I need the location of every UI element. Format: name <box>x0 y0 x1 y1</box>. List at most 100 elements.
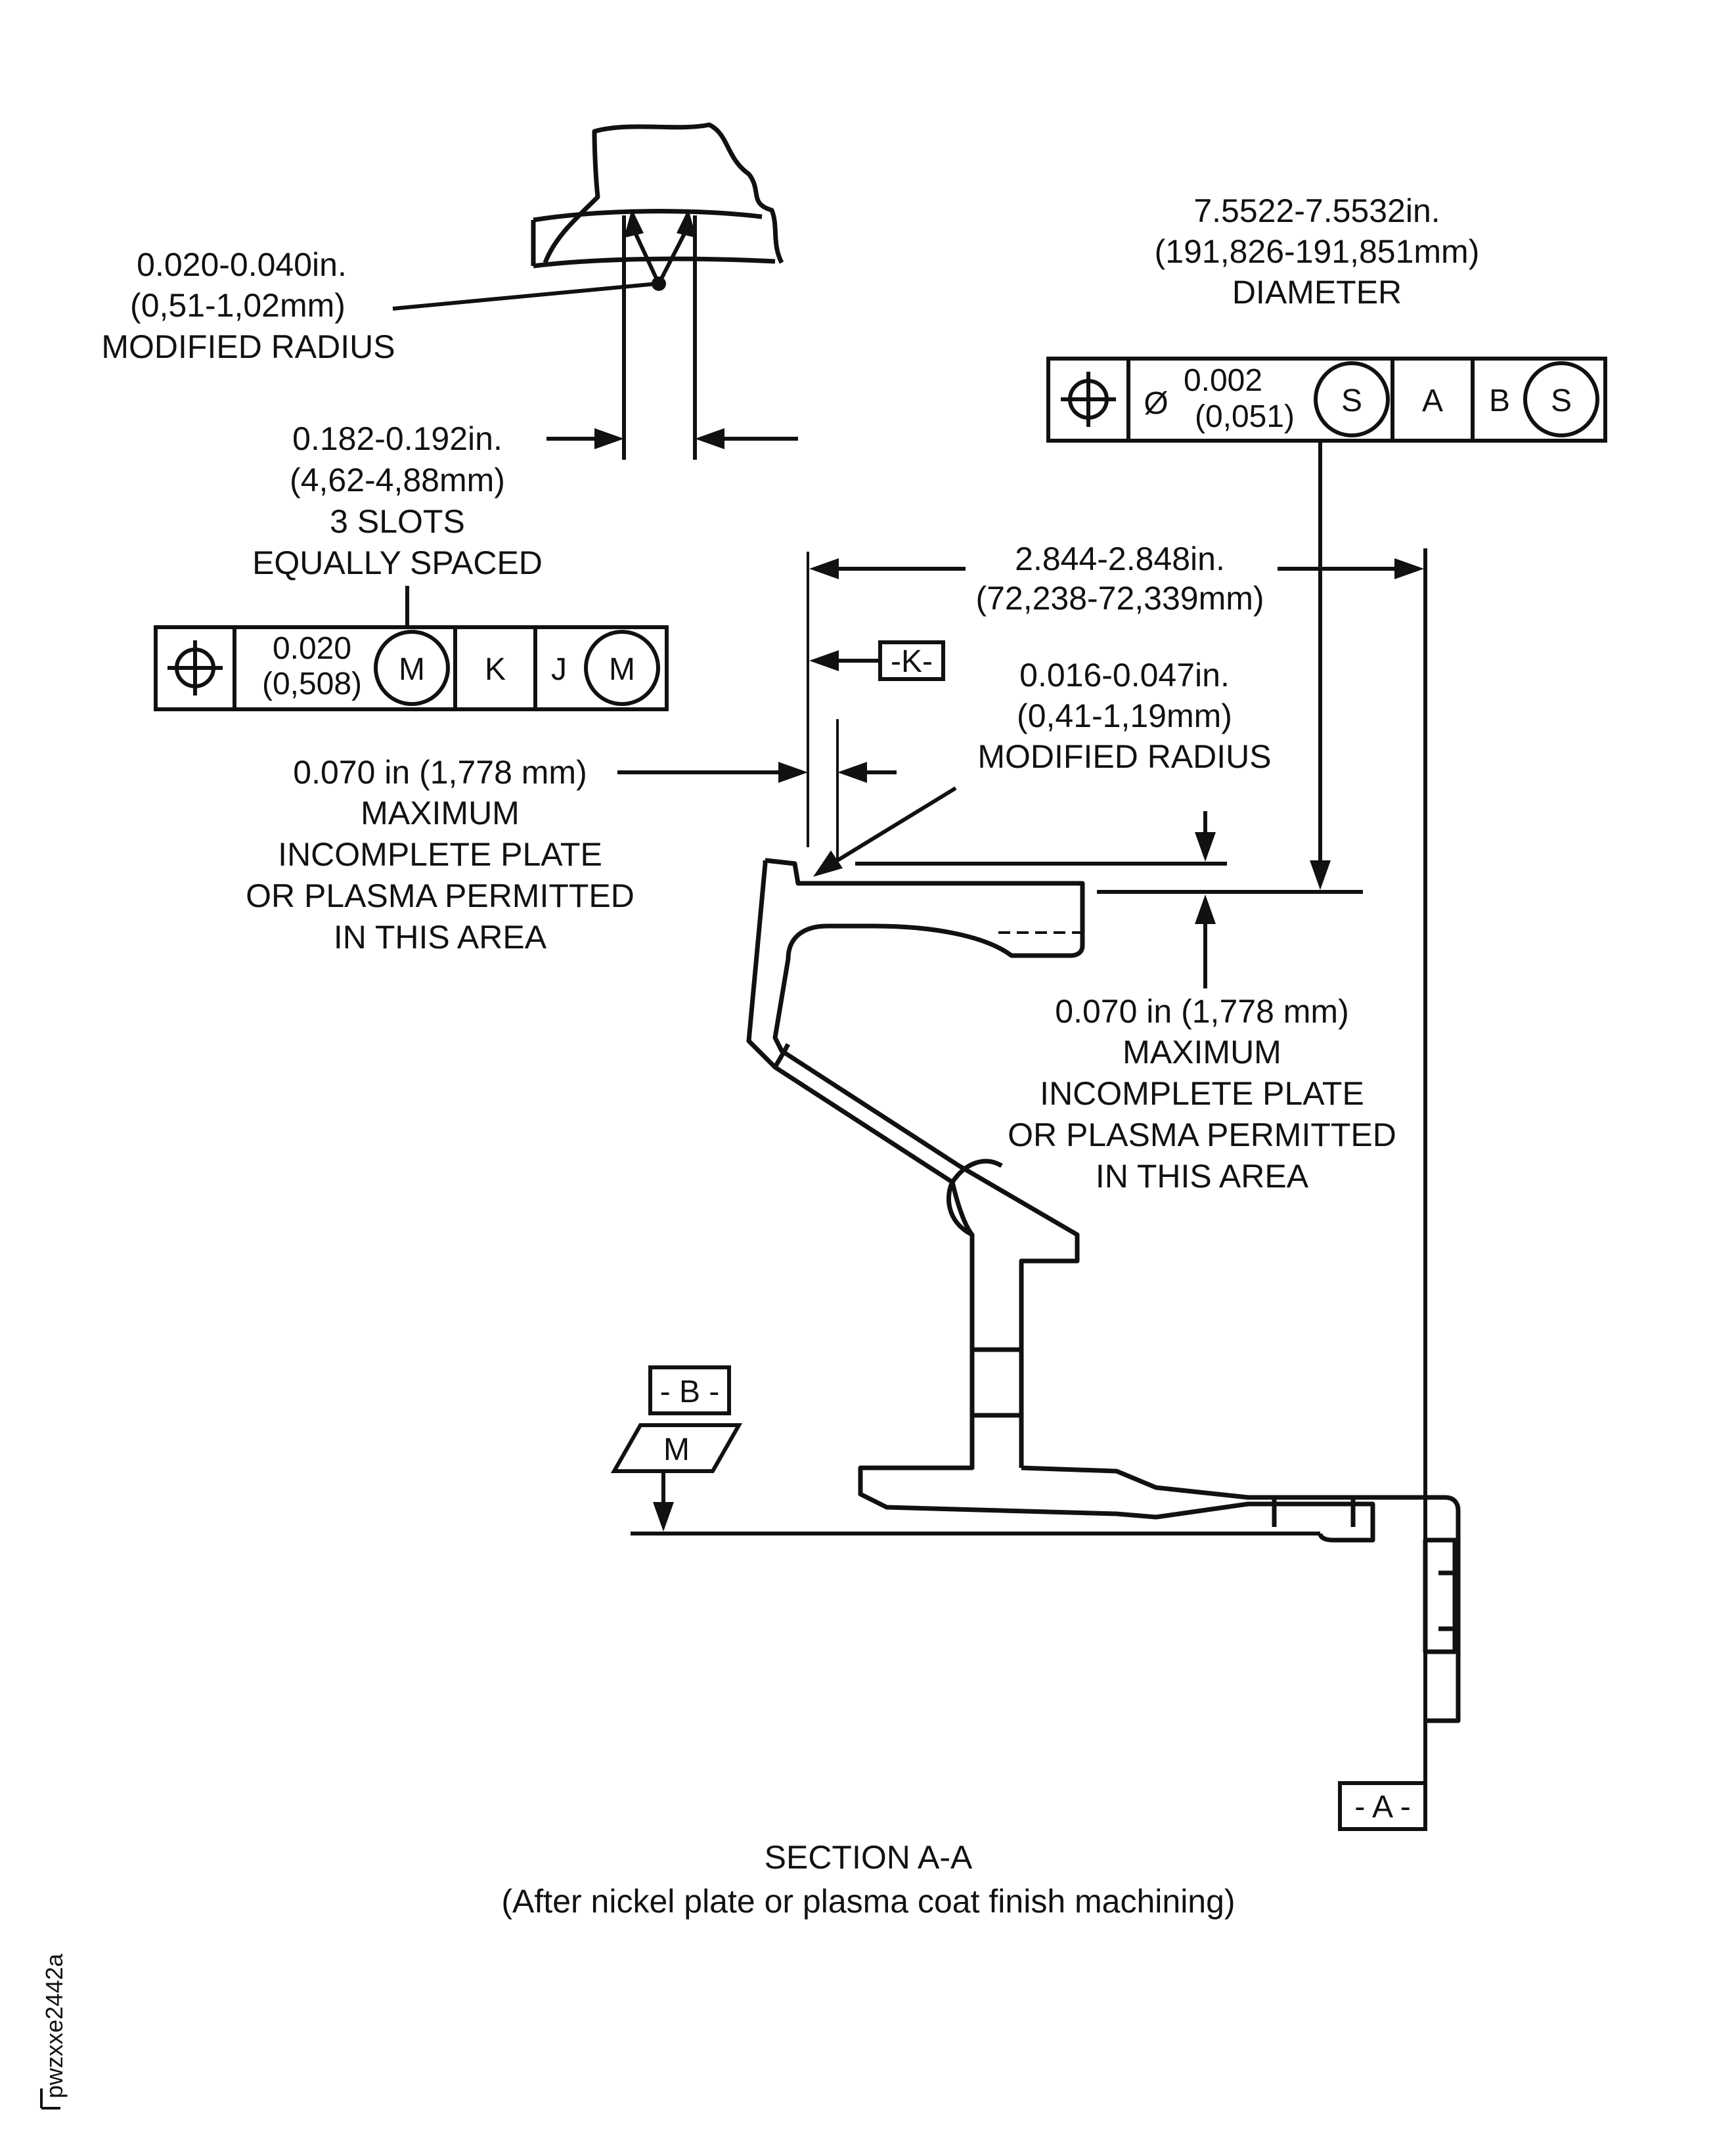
radius-origin-dot <box>652 276 666 291</box>
slot-width-arrow-left <box>594 428 624 449</box>
plate-right-line-4: OR PLASMA PERMITTED <box>1008 1116 1396 1153</box>
frame-left-datum-2-modifier: M <box>609 652 635 687</box>
figure-id: pwzxxe2442a <box>41 1953 68 2098</box>
datum-b-label: - B - <box>660 1375 720 1409</box>
corner-radius-line-1: 0.016-0.047in. <box>1019 657 1230 694</box>
datum-b-arrow <box>653 1502 674 1532</box>
slot-width-arrow-right <box>695 428 724 449</box>
part-groove <box>950 1159 1003 1184</box>
datum-k-box <box>878 640 945 681</box>
plate-right-line-1: 0.070 in (1,778 mm) <box>1055 993 1348 1030</box>
frame-right-datum-2: B <box>1489 384 1510 418</box>
slot-width-line-2: (4,62-4,88mm) <box>290 462 505 498</box>
section-subtitle: (After nickel plate or plasma coat finis… <box>501 1883 1235 1920</box>
slot-width-line-1: 0.182-0.192in. <box>292 420 502 457</box>
part-outer-profile <box>746 860 1375 1543</box>
datum-b-box <box>648 1365 731 1415</box>
datum-a-label: - A - <box>1354 1790 1410 1824</box>
frame-left-modifier-circle <box>374 630 450 706</box>
slot-width-dimension: 0.182-0.192in. (4,62-4,88mm) 3 SLOTS EQU… <box>252 420 798 627</box>
length-arrow-left <box>809 558 839 579</box>
plate-left-line-3: INCOMPLETE PLATE <box>278 836 602 873</box>
radius-arrow-right <box>677 209 696 238</box>
datum-k: -K- <box>809 640 945 681</box>
frame-right-datum-1: A <box>1422 384 1443 418</box>
diameter-label: 7.5522-7.5532in. (191,826-191,851mm) DIA… <box>1155 192 1480 311</box>
slot-radius-line-3: MODIFIED RADIUS <box>101 328 395 365</box>
datum-m-box <box>610 1423 743 1473</box>
slot-detail <box>392 122 784 460</box>
frame-left-tolerance-mm: (0,508) <box>262 667 362 701</box>
datum-a-box <box>1338 1781 1427 1831</box>
position-icon <box>1061 372 1116 427</box>
radius-arrow-left <box>624 209 644 238</box>
datum-m-label: M <box>663 1432 690 1467</box>
position-frame-left-box <box>154 625 669 711</box>
frame-right-tolerance: 0.002 <box>1184 363 1262 398</box>
plate-right-arrow-down <box>1195 832 1216 862</box>
length-line-1: 2.844-2.848in. <box>1015 541 1225 577</box>
slot-radius-leader <box>392 282 657 311</box>
position-frame-right: Ø 0.002 (0,051) S A B S <box>1046 357 1607 443</box>
plate-zone-right: 0.070 in (1,778 mm) MAXIMUM INCOMPLETE P… <box>855 811 1396 1195</box>
datum-b: - B - M <box>610 1365 743 1532</box>
slot-detail-arc-top <box>533 209 763 223</box>
frame-right-modifier: S <box>1341 384 1362 418</box>
corner-radius-leader <box>828 786 957 868</box>
plate-left-arrow-2 <box>837 762 867 783</box>
corner-radius-label: 0.016-0.047in. (0,41-1,19mm) MODIFIED RA… <box>813 657 1272 877</box>
plate-right-line-3: INCOMPLETE PLATE <box>1040 1075 1364 1112</box>
frame-left-tolerance: 0.020 <box>273 631 351 666</box>
frame-right-tolerance-mm: (0,051) <box>1195 399 1295 434</box>
frame-left-datum-2-modifier-circle <box>584 630 660 706</box>
part-flange-pad <box>1423 1537 1458 1654</box>
part-fillet-mark <box>772 1043 791 1069</box>
diameter-line-1: 7.5522-7.5532in. <box>1193 192 1440 229</box>
plate-left-line-4: OR PLASMA PERMITTED <box>246 877 634 914</box>
slot-width-line-3: 3 SLOTS <box>330 503 465 540</box>
slot-detail-arc-bottom <box>533 256 776 269</box>
plate-left-line-1: 0.070 in (1,778 mm) <box>293 754 587 791</box>
section-title: SECTION A-A <box>765 1839 973 1876</box>
corner-radius-line-3: MODIFIED RADIUS <box>977 738 1271 775</box>
slot-detail-outline <box>543 122 784 264</box>
part-flange <box>1021 1465 1461 1723</box>
plate-zone-left: 0.070 in (1,778 mm) MAXIMUM INCOMPLETE P… <box>246 719 897 956</box>
plate-left-line-5: IN THIS AREA <box>334 919 547 956</box>
plate-left-line-2: MAXIMUM <box>361 795 520 831</box>
length-arrow-right <box>1394 558 1424 579</box>
radius-leader-right <box>657 229 688 285</box>
frame-right-datum-2-modifier-circle <box>1523 361 1599 437</box>
part-lip-top <box>765 858 795 866</box>
length-dimension: 2.844-2.848in. (72,238-72,339mm) <box>807 541 1427 1734</box>
diameter-leader-arrow <box>1310 860 1331 890</box>
slot-radius-line-2: (0,51-1,02mm) <box>130 287 345 324</box>
frame-right-diameter-symbol: Ø <box>1144 386 1168 421</box>
datum-k-label: -K- <box>891 644 933 679</box>
part-section <box>746 858 1461 1723</box>
radius-leader-left <box>632 229 661 285</box>
diameter-line-3: DIAMETER <box>1232 274 1402 311</box>
frame-right-modifier-circle <box>1314 361 1390 437</box>
frame-left-datum-2: J <box>551 652 567 687</box>
plate-right-line-5: IN THIS AREA <box>1096 1158 1309 1195</box>
length-line-2: (72,238-72,339mm) <box>975 580 1264 617</box>
frame-left-modifier: M <box>399 652 425 687</box>
diameter-line-2: (191,826-191,851mm) <box>1155 233 1480 270</box>
corner-radius-line-2: (0,41-1,19mm) <box>1017 697 1232 734</box>
corner-radius-arrow <box>813 851 843 877</box>
datum-k-arrow <box>809 650 839 671</box>
part-inner-profile <box>765 858 1085 1468</box>
position-frame-left: 0.020 (0,508) M K J M <box>154 625 669 711</box>
slot-width-line-4: EQUALLY SPACED <box>252 544 543 581</box>
plate-right-arrow-up <box>1195 895 1216 924</box>
plate-right-line-2: MAXIMUM <box>1123 1034 1281 1071</box>
frame-right-datum-2-modifier: S <box>1551 384 1572 418</box>
plate-left-arrow-1 <box>778 762 808 783</box>
slot-radius-label: 0.020-0.040in. (0,51-1,02mm) MODIFIED RA… <box>101 246 395 365</box>
frame-left-datum-1: K <box>485 652 506 687</box>
datum-a: - A - <box>1338 1734 1427 1831</box>
part-web-fillet <box>946 1181 973 1237</box>
